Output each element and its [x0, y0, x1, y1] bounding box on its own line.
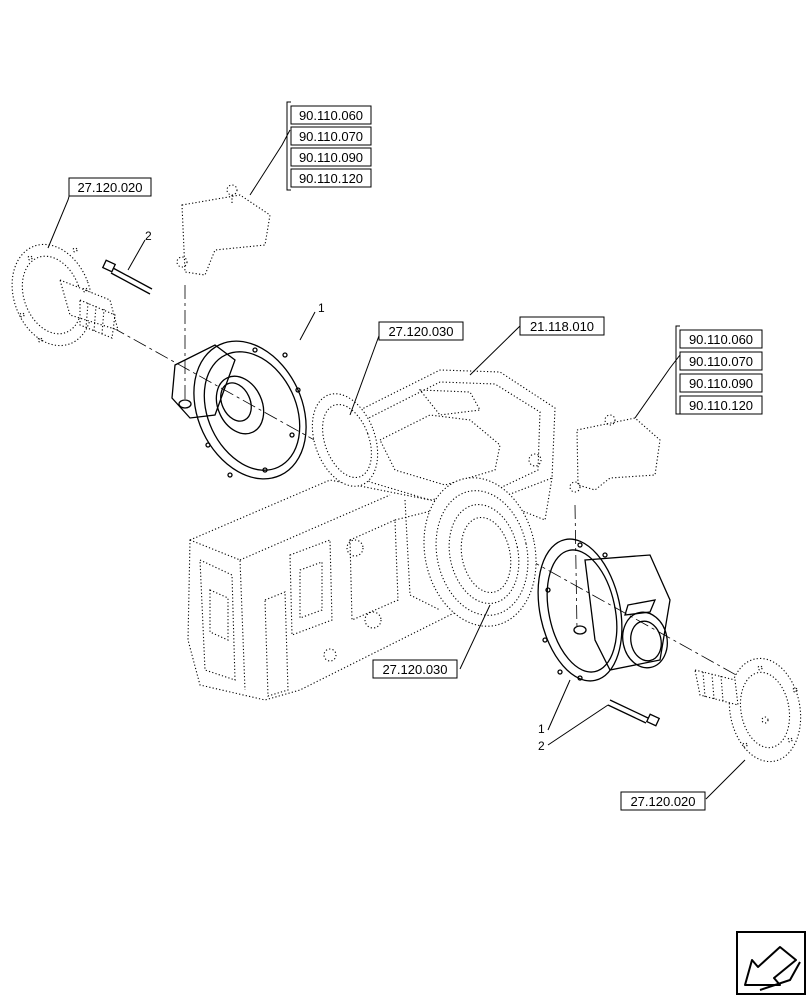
flange-right	[537, 538, 671, 682]
svg-text:90.110.070: 90.110.070	[299, 129, 363, 144]
axle-shaft-right	[694, 657, 802, 763]
ref-label-support-right-2[interactable]: 90.110.070	[679, 351, 763, 371]
svg-text:90.110.120: 90.110.120	[299, 171, 363, 186]
svg-text:90.110.070: 90.110.070	[689, 354, 753, 369]
ref-label-shaft-right[interactable]: 27.120.020	[620, 791, 706, 811]
ref-label-shaft-left[interactable]: 27.120.020	[68, 177, 152, 197]
ref-label-support-top-2[interactable]: 90.110.070	[290, 126, 372, 146]
brake-disc-bottom	[423, 477, 537, 627]
callout-bolt-right: 2	[538, 739, 545, 753]
axle-shaft-left	[11, 243, 119, 347]
ref-label-brake-top[interactable]: 27.120.030	[378, 321, 464, 341]
brake-disc-top	[311, 393, 379, 487]
ref-label-support-right-4[interactable]: 90.110.120	[679, 395, 763, 415]
flange-left	[171, 340, 307, 480]
ref-label-support-top-1[interactable]: 90.110.060	[290, 105, 372, 125]
svg-text:21.118.010: 21.118.010	[530, 319, 594, 334]
bolt-left	[101, 259, 153, 295]
leader-lines	[47, 129, 746, 800]
svg-text:27.120.020: 27.120.020	[77, 180, 142, 195]
flange-left-bolt-holes	[205, 347, 301, 478]
ref-label-support-top-4[interactable]: 90.110.120	[290, 168, 372, 188]
ref-label-support-right-1[interactable]: 90.110.060	[679, 329, 763, 349]
svg-text:27.120.030: 27.120.030	[382, 662, 447, 677]
svg-text:90.110.060: 90.110.060	[689, 332, 753, 347]
ref-label-support-top-3[interactable]: 90.110.090	[290, 147, 372, 167]
svg-text:27.120.020: 27.120.020	[630, 794, 695, 809]
svg-text:90.110.060: 90.110.060	[299, 108, 363, 123]
ref-label-group-support-top: 90.110.060 90.110.070 90.110.090 90.110.…	[286, 101, 372, 191]
support-bracket-right	[569, 414, 661, 493]
svg-text:90.110.090: 90.110.090	[299, 150, 363, 165]
transmission-housing	[187, 369, 556, 701]
svg-text:90.110.090: 90.110.090	[689, 376, 753, 391]
ref-label-brake-bottom[interactable]: 27.120.030	[372, 659, 458, 679]
ref-label-group-support-right: 90.110.060 90.110.070 90.110.090 90.110.…	[675, 325, 763, 415]
support-bracket-top	[176, 184, 271, 276]
callout-bolt-left: 2	[145, 229, 152, 243]
next-page-arrow-icon[interactable]	[736, 931, 806, 995]
ref-label-housing[interactable]: 21.118.010	[519, 316, 605, 336]
bolt-right	[607, 699, 661, 727]
callout-flange-left: 1	[318, 301, 325, 315]
svg-text:90.110.120: 90.110.120	[689, 398, 753, 413]
callout-flange-right: 1	[538, 722, 545, 736]
svg-text:27.120.030: 27.120.030	[388, 324, 453, 339]
ref-label-support-right-3[interactable]: 90.110.090	[679, 373, 763, 393]
flange-right-bolt-holes	[542, 542, 608, 681]
